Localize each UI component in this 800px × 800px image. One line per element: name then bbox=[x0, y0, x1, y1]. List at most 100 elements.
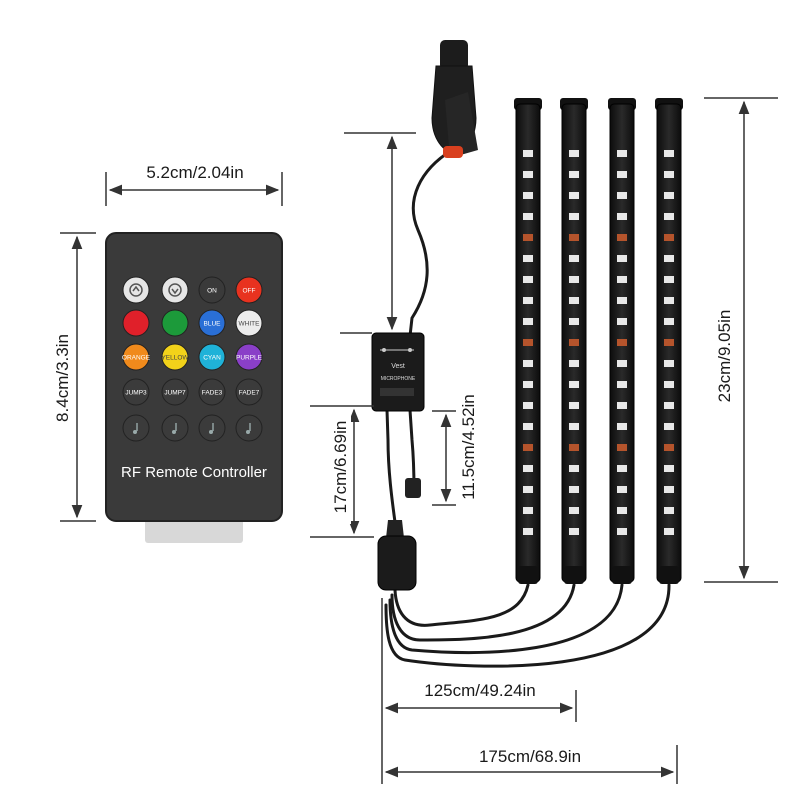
led-chip bbox=[523, 192, 533, 199]
led-chip bbox=[617, 381, 627, 388]
remote-button-label: BLUE bbox=[204, 321, 222, 328]
cable-11cm-dimension: 11.5cm/4.52in bbox=[432, 382, 478, 512]
remote-button-19[interactable] bbox=[198, 414, 226, 442]
led-chip bbox=[523, 234, 533, 241]
remote-button-label: FADE3 bbox=[202, 390, 223, 397]
controller-box: Vest MICROPHONE bbox=[371, 332, 425, 412]
led-chip bbox=[523, 297, 533, 304]
led-chip bbox=[664, 297, 674, 304]
led-chip bbox=[617, 276, 627, 283]
remote-button-11[interactable]: CYAN bbox=[198, 343, 226, 371]
led-strip-3 bbox=[608, 98, 636, 584]
led-chip bbox=[617, 360, 627, 367]
led-chip bbox=[617, 255, 627, 262]
remote-button-7[interactable]: BLUE bbox=[198, 309, 226, 337]
remote-button-2[interactable] bbox=[161, 276, 189, 304]
led-chip bbox=[664, 444, 674, 451]
led-chip bbox=[569, 465, 579, 472]
led-chip bbox=[664, 465, 674, 472]
remote-button-10[interactable]: YELLOW bbox=[161, 343, 189, 371]
cable-17cm-label: 17cm/6.69in bbox=[331, 421, 350, 514]
remote-button-16[interactable]: FADE7 bbox=[235, 378, 263, 406]
remote-button-label: FADE7 bbox=[239, 390, 260, 397]
remote-button-9[interactable]: ORANGE bbox=[122, 343, 151, 371]
led-chip bbox=[523, 381, 533, 388]
cable-125cm-dimension: 125cm/49.24in bbox=[381, 598, 577, 722]
led-chip bbox=[569, 276, 579, 283]
remote-button-17[interactable] bbox=[122, 414, 150, 442]
remote-title: RF Remote Controller bbox=[121, 464, 267, 481]
led-chip bbox=[523, 213, 533, 220]
music-icon bbox=[172, 423, 177, 434]
music-icon bbox=[246, 423, 251, 434]
led-strips bbox=[514, 98, 683, 584]
remote-button-1[interactable] bbox=[122, 276, 150, 304]
led-chip bbox=[569, 423, 579, 430]
led-chip bbox=[617, 234, 627, 241]
cable-175cm-dimension: 175cm/68.9in bbox=[381, 722, 678, 784]
led-chip bbox=[523, 402, 533, 409]
controller-label-1: Vest bbox=[391, 363, 405, 370]
cable-17cm-dimension: 17cm/6.69in bbox=[310, 405, 374, 538]
remote-button-13[interactable]: JUMP3 bbox=[122, 378, 150, 406]
led-chip bbox=[617, 213, 627, 220]
car-cigarette-plug bbox=[431, 40, 478, 158]
led-chip bbox=[617, 486, 627, 493]
remote-button-grid: ON OFF BLUE WHITE ORANGE YELLOW CYAN PURPLE JUMP… bbox=[122, 276, 263, 442]
remote-button-4[interactable]: OFF bbox=[235, 276, 263, 304]
led-chip bbox=[523, 276, 533, 283]
cable-11cm-label: 11.5cm/4.52in bbox=[459, 394, 478, 500]
led-chip bbox=[569, 318, 579, 325]
led-chip bbox=[664, 507, 674, 514]
led-chip bbox=[523, 150, 533, 157]
led-chip bbox=[569, 171, 579, 178]
led-strip-2 bbox=[560, 98, 588, 584]
remote-button-3[interactable]: ON bbox=[198, 276, 226, 304]
remote-button-15[interactable]: FADE3 bbox=[198, 378, 226, 406]
led-chip bbox=[664, 255, 674, 262]
led-chip bbox=[617, 423, 627, 430]
led-chip bbox=[617, 192, 627, 199]
strip-length-dimension: 23cm/9.05in bbox=[704, 97, 778, 583]
led-chip bbox=[569, 360, 579, 367]
led-chip bbox=[664, 150, 674, 157]
strip-length-label: 23cm/9.05in bbox=[715, 310, 734, 403]
led-chip bbox=[523, 339, 533, 346]
remote-button-label: CYAN bbox=[203, 355, 221, 362]
led-chip bbox=[523, 486, 533, 493]
remote-button-label: ORANGE bbox=[122, 355, 151, 362]
led-chip bbox=[617, 507, 627, 514]
controller-label-2: MICROPHONE bbox=[381, 376, 416, 382]
led-chip bbox=[664, 318, 674, 325]
brightness-up-icon bbox=[129, 283, 143, 297]
led-chip bbox=[569, 339, 579, 346]
remote-button-20[interactable] bbox=[235, 414, 263, 442]
remote-button-6[interactable] bbox=[161, 309, 189, 337]
led-chip bbox=[523, 318, 533, 325]
music-icon bbox=[133, 423, 138, 434]
remote-button-8[interactable]: WHITE bbox=[235, 309, 263, 337]
led-chip bbox=[664, 339, 674, 346]
led-chip bbox=[523, 171, 533, 178]
led-chip bbox=[664, 234, 674, 241]
led-chip bbox=[664, 192, 674, 199]
led-chip bbox=[617, 528, 627, 535]
remote-controller: ON OFF BLUE WHITE ORANGE YELLOW CYAN PURPLE JUMP… bbox=[105, 232, 283, 543]
led-chip bbox=[523, 528, 533, 535]
remote-button-label: OFF bbox=[243, 288, 256, 295]
led-chip bbox=[569, 402, 579, 409]
remote-width-dimension: 5.2cm/2.04in bbox=[105, 160, 283, 206]
led-chip bbox=[664, 360, 674, 367]
led-chip bbox=[523, 465, 533, 472]
music-icon bbox=[209, 423, 214, 434]
plug-cable-dimension bbox=[340, 132, 416, 334]
remote-button-label: JUMP7 bbox=[164, 390, 186, 397]
led-chip bbox=[569, 528, 579, 535]
remote-button-5[interactable] bbox=[122, 309, 150, 337]
cable-splitter bbox=[377, 520, 417, 591]
led-chip bbox=[569, 381, 579, 388]
remote-button-12[interactable]: PURPLE bbox=[235, 343, 263, 371]
remote-button-14[interactable]: JUMP7 bbox=[161, 378, 189, 406]
remote-button-18[interactable] bbox=[161, 414, 189, 442]
